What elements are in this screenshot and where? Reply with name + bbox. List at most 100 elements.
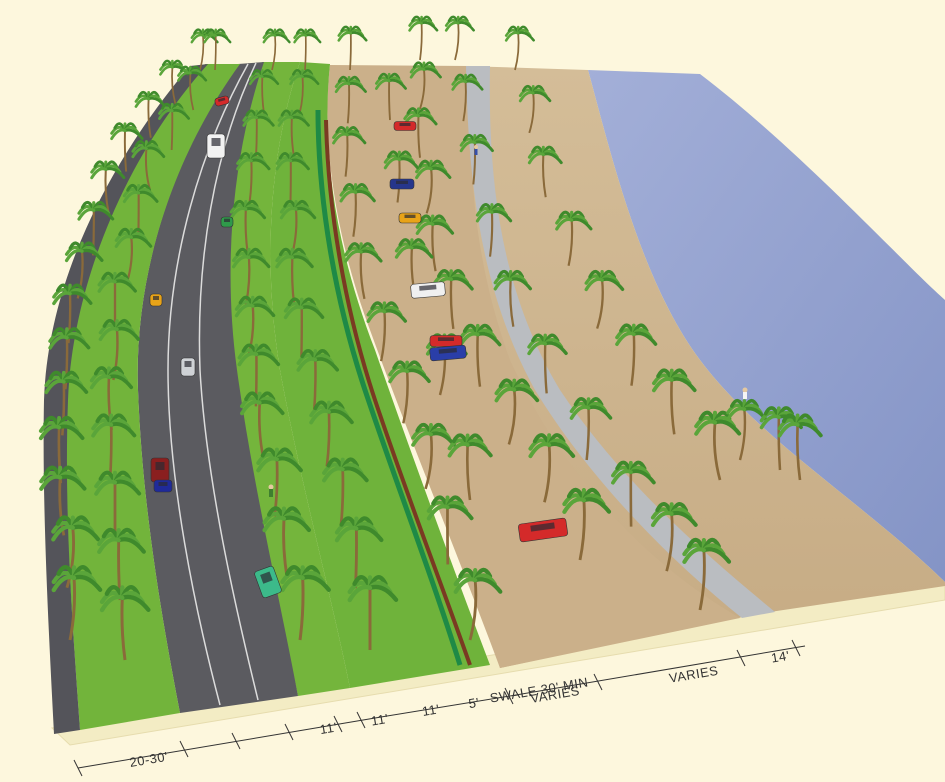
- car-icon: [398, 212, 422, 224]
- palm-tree-icon: [293, 28, 322, 71]
- palm-tree-icon: [309, 400, 354, 467]
- palm-tree-icon: [177, 65, 208, 111]
- palm-tree-icon: [584, 269, 625, 329]
- water-body: [588, 70, 945, 582]
- palm-tree-icon: [334, 75, 367, 124]
- palm-tree-icon: [39, 465, 87, 536]
- swale-wall: [324, 119, 472, 666]
- palm-tree-icon: [51, 515, 101, 589]
- parking-sand-area: [327, 65, 740, 668]
- palm-tree-icon: [527, 333, 568, 394]
- palm-tree-icon: [283, 297, 325, 358]
- palm-tree-icon: [337, 25, 368, 71]
- palm-trees: [38, 15, 823, 661]
- car-icon: [410, 281, 446, 299]
- palm-tree-icon: [415, 214, 455, 272]
- service-lane: [43, 64, 208, 734]
- car-icon: [518, 517, 568, 543]
- palm-tree-icon: [777, 413, 823, 481]
- dim-label-shoulder: 5': [467, 695, 480, 712]
- car-icon: [429, 344, 467, 362]
- palm-tree-icon: [332, 126, 367, 177]
- car-icon: [180, 357, 196, 377]
- palm-tree-icon: [89, 366, 134, 431]
- left-verge: [65, 64, 240, 730]
- palm-tree-icon: [262, 506, 312, 579]
- palm-tree-icon: [52, 283, 93, 344]
- palm-tree-icon: [611, 460, 656, 527]
- car-icon: [149, 293, 163, 307]
- pedestrian-icon: [268, 484, 274, 497]
- palm-tree-icon: [444, 15, 475, 61]
- palm-tree-icon: [77, 201, 115, 256]
- car-icon: [150, 457, 170, 483]
- dim-label-lane-3: 11': [421, 701, 441, 719]
- palm-tree-icon: [277, 109, 310, 158]
- palm-tree-icon: [409, 61, 442, 110]
- car-icon: [153, 479, 173, 493]
- palm-tree-icon: [262, 28, 291, 71]
- palm-tree-icon: [344, 242, 383, 300]
- palm-tree-icon: [134, 90, 167, 138]
- palm-tree-icon: [44, 370, 89, 436]
- car-icon: [393, 121, 417, 131]
- palm-tree-icon: [459, 133, 494, 185]
- palm-tree-icon: [493, 269, 532, 327]
- dim-label-beach: VARIES: [668, 663, 720, 686]
- truck-icon: [206, 133, 226, 159]
- palm-tree-icon: [322, 457, 369, 527]
- palm-tree-icon: [275, 247, 314, 305]
- palm-tree-icon: [90, 160, 126, 213]
- palm-tree-icon: [447, 433, 493, 501]
- hedge-line: [315, 109, 463, 666]
- palm-tree-icon: [48, 327, 91, 390]
- palm-tree-icon: [236, 152, 271, 203]
- palm-tree-icon: [347, 575, 399, 650]
- palm-tree-icon: [366, 301, 408, 362]
- palm-tree-icon: [64, 241, 104, 299]
- palm-tree-icon: [203, 28, 232, 71]
- palm-tree-icon: [415, 159, 452, 214]
- palm-tree-icon: [280, 565, 331, 641]
- palm-tree-icon: [339, 183, 376, 237]
- palm-tree-icon: [403, 107, 438, 158]
- dim-label-lane-1: 11': [319, 719, 339, 737]
- car-icon: [254, 565, 282, 599]
- palm-tree-icon: [475, 203, 513, 257]
- palm-tree-icon: [650, 502, 698, 572]
- palm-tree-icon: [289, 69, 320, 114]
- palm-tree-icon: [408, 15, 439, 61]
- palm-tree-icon: [237, 343, 281, 407]
- dim-label-sidewalk: 14': [770, 648, 791, 666]
- dim-label-lane-2: 11': [370, 711, 390, 729]
- pedestrians: [268, 145, 748, 497]
- palm-tree-icon: [652, 368, 697, 435]
- palm-tree-icon: [229, 199, 267, 254]
- car-icon: [429, 335, 463, 347]
- palm-tree-icon: [562, 487, 612, 561]
- palm-tree-icon: [122, 183, 159, 237]
- palm-tree-icon: [494, 378, 540, 445]
- palm-tree-icon: [242, 109, 275, 158]
- palm-tree-icon: [158, 102, 191, 151]
- palm-tree-icon: [375, 72, 407, 121]
- palm-tree-icon: [726, 399, 768, 461]
- median-green: [228, 62, 350, 696]
- palm-tree-icon: [504, 25, 535, 71]
- palm-tree-icon: [451, 73, 484, 122]
- palm-tree-icon: [453, 567, 503, 641]
- palm-tree-icon: [426, 495, 474, 565]
- car-icon: [389, 178, 415, 190]
- palm-tree-icon: [110, 122, 144, 172]
- palm-tree-icon: [528, 433, 576, 503]
- palm-tree-icon: [518, 84, 552, 134]
- palm-tree-icon: [256, 447, 303, 517]
- palm-tree-icon: [114, 227, 153, 284]
- palm-tree-icon: [51, 565, 103, 641]
- palm-tree-icon: [694, 410, 742, 481]
- sidewalk: [466, 66, 775, 618]
- palm-tree-icon: [682, 537, 732, 611]
- palm-tree-icon: [98, 319, 141, 381]
- swale-strip: [270, 62, 490, 688]
